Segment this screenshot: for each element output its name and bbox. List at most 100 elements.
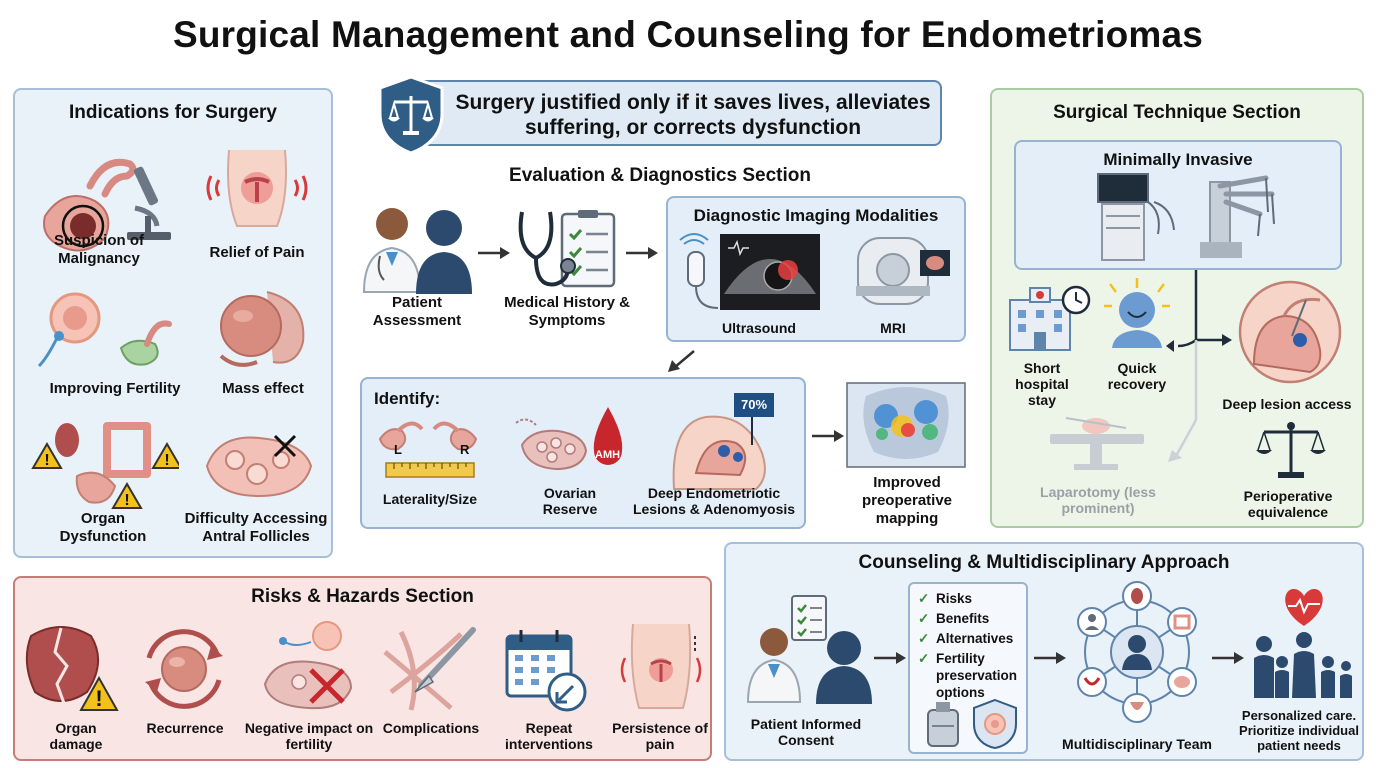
preoperative-map-icon — [846, 382, 966, 468]
protected-egg-icon — [973, 698, 1017, 750]
damaged-organ-warning-icon: ! — [25, 626, 119, 711]
stethoscope-clipboard-icon — [518, 210, 616, 288]
ovarian-reserve-icon — [515, 407, 623, 471]
short-stay-label: Short hospital stay — [1015, 360, 1069, 408]
minimally-invasive-heading: Minimally Invasive — [1103, 150, 1253, 169]
risk-label-fertility: Negative impact on fertility — [244, 720, 374, 752]
minimally-invasive-panel: Minimally Invasive — [1014, 140, 1342, 270]
svg-text:!: ! — [44, 452, 49, 469]
checklist-item-fertility: Fertility preservation options — [916, 650, 1026, 701]
balance-scale-icon — [1256, 422, 1326, 478]
imaging-heading: Diagnostic Imaging Modalities — [693, 206, 939, 225]
multidisciplinary-network-icon — [1077, 581, 1197, 723]
technique-arrows — [1166, 270, 1232, 462]
percentage-flag: 70% — [734, 393, 774, 417]
arrow-right-icon — [1212, 652, 1244, 664]
surgical-robot-icon — [1200, 175, 1275, 258]
right-ovary-marker: R — [460, 442, 470, 457]
risk-label-organ-damage: Organ damage — [49, 720, 103, 752]
risk-label-repeat: Repeat interventions — [505, 720, 593, 752]
indication-label-fertility: Improving Fertility — [49, 380, 181, 397]
svg-text:!: ! — [95, 686, 102, 711]
ultrasound-probe-icon — [679, 233, 718, 309]
indication-label-mass-effect: Mass effect — [222, 380, 304, 397]
recurrence-cycle-icon — [145, 629, 223, 709]
percentage-flag-text: 70% — [740, 397, 768, 412]
identify-panel: Identify: L R Laterality/Size AMH Ovaria… — [360, 377, 806, 529]
risk-label-persistence: Persistence of pain — [612, 720, 708, 752]
identify-heading: Identify: — [374, 389, 441, 408]
personalized-care-label: Personalized care. Prioritize individual… — [1239, 708, 1359, 753]
surgical-table-icon — [1050, 417, 1144, 470]
hospital-clock-icon — [1009, 285, 1091, 351]
left-ovary-marker: L — [394, 442, 402, 457]
calendar-repeat-icon — [505, 630, 587, 712]
checklist-item-benefits: Benefits — [916, 610, 1026, 627]
ovarian-reserve-label: Ovarian Reserve — [542, 485, 598, 517]
medical-history-label: Medical History & Symptoms — [504, 294, 630, 329]
counseling-panel: Counseling & Multidisciplinary Approach … — [724, 542, 1364, 761]
principle-text: Surgery justified only if it saves lives… — [455, 91, 931, 139]
doctor-patient-icon — [362, 208, 472, 294]
risk-label-complications: Complications — [382, 720, 480, 736]
technique-panel: Surgical Technique Section Minimally Inv… — [990, 88, 1364, 528]
amh-label: AMH — [595, 449, 621, 461]
preoperative-mapping-label: Improved preoperative mapping — [861, 474, 953, 527]
mass-effect-icon — [219, 291, 305, 367]
technique-heading: Surgical Technique Section — [1053, 102, 1301, 123]
deep-lesions-label: Deep Endometriotic Lesions & Adenomyosis — [632, 485, 796, 517]
indication-label-malignancy: Suspicion of Malignancy — [54, 232, 144, 267]
organ-dysfunction-icon: ! ! ! — [31, 422, 179, 509]
consent-checklist-box: Risks Benefits Alternatives Fertility pr… — [908, 582, 1028, 754]
indication-label-antral: Difficulty Accessing Antral Follicles — [184, 510, 328, 545]
laparotomy-label: Laparotomy (less prominent) — [1040, 484, 1156, 516]
evaluation-heading: Evaluation & Diagnostics Section — [509, 165, 811, 186]
persistent-pain-icon — [620, 623, 702, 709]
family-heart-icon — [1254, 589, 1352, 698]
indications-heading: Indications for Surgery — [69, 102, 277, 123]
pelvic-pain-icon — [206, 149, 308, 227]
happy-face-icon — [1104, 278, 1170, 348]
laparoscopy-tower-icon — [1097, 173, 1175, 261]
scalpel-adhesion-icon — [383, 627, 476, 711]
arrow-right-icon — [874, 652, 906, 664]
indication-label-organ-dysfunction: Organ Dysfunction — [59, 510, 147, 545]
imaging-panel: Diagnostic Imaging Modalities Ultrasound… — [666, 196, 966, 342]
mri-scanner-icon — [856, 237, 950, 305]
svg-text:!: ! — [124, 492, 129, 509]
antral-follicles-icon — [205, 434, 313, 498]
svg-text:!: ! — [164, 452, 169, 469]
page-title: Surgical Management and Counseling for E… — [172, 14, 1204, 55]
laterality-label: Laterality/Size — [382, 491, 478, 507]
risk-label-recurrence: Recurrence — [146, 720, 224, 736]
risks-heading: Risks & Hazards Section — [251, 586, 474, 607]
fertility-impact-icon — [263, 621, 353, 710]
deep-lesion-access-label: Deep lesion access — [1222, 396, 1352, 412]
ultrasound-label: Ultrasound — [722, 320, 796, 336]
arrow-right-icon — [626, 247, 658, 259]
equivalence-label: Perioperative equivalence — [1243, 488, 1333, 520]
deep-lesion-access-icon — [1238, 280, 1342, 384]
ultrasound-image-icon — [720, 234, 820, 310]
quick-recovery-label: Quick recovery — [1107, 360, 1167, 392]
ovary-microscope-icon — [43, 158, 171, 252]
indications-panel: Indications for Surgery Suspicion of Mal… — [13, 88, 333, 558]
counseling-heading: Counseling & Multidisciplinary Approach — [858, 552, 1230, 573]
arrow-right-icon — [478, 247, 510, 259]
fertility-icon — [37, 292, 172, 368]
consent-label: Patient Informed Consent — [750, 716, 862, 748]
arrow-right-icon — [812, 430, 844, 442]
risks-panel: Risks & Hazards Section ! Organ damage R… — [13, 576, 712, 761]
principle-banner: Surgery justified only if it saves lives… — [412, 80, 942, 146]
patient-assessment-label: Patient Assessment — [372, 294, 462, 329]
laterality-ruler-icon — [378, 421, 478, 478]
mri-label: MRI — [880, 320, 906, 336]
scales-shield-icon — [378, 75, 444, 155]
arrow-down-left-icon — [668, 350, 695, 372]
indication-label-pain: Relief of Pain — [209, 244, 305, 261]
checklist-item-risks: Risks — [916, 590, 1026, 607]
cryo-tank-icon — [927, 702, 959, 747]
team-label: Multidisciplinary Team — [1062, 736, 1212, 752]
checklist-item-alternatives: Alternatives — [916, 630, 1026, 647]
doctor-patient-consent-icon — [746, 595, 872, 704]
